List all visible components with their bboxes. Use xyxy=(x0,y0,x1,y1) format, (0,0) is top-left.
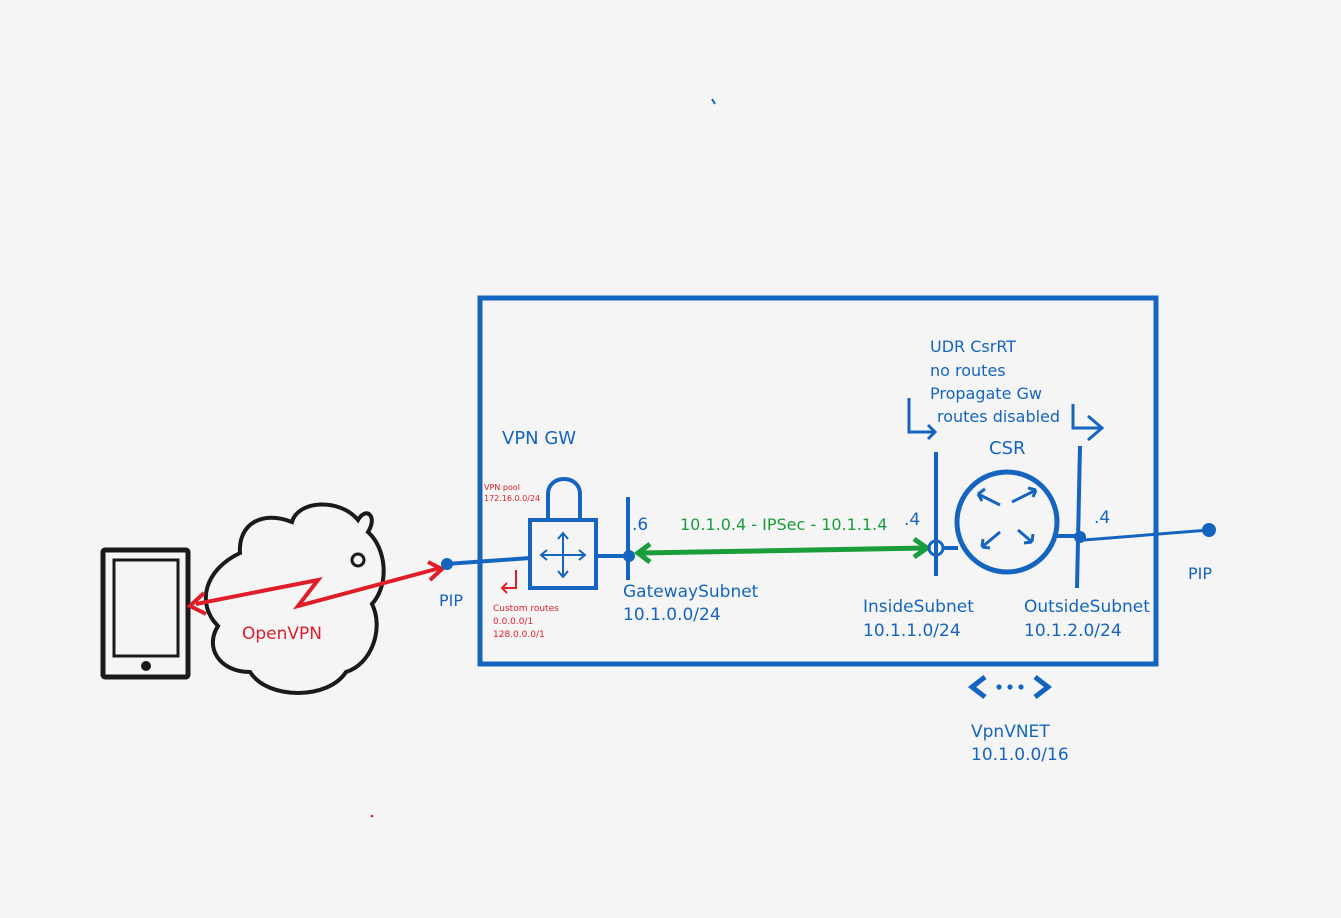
udr-line-4: routes disabled xyxy=(937,407,1060,426)
inside-subnet-name: InsideSubnet xyxy=(863,597,974,617)
gateway-subnet-host: .6 xyxy=(632,515,648,535)
gateway-subnet-cidr: 10.1.0.0/24 xyxy=(623,605,721,625)
pip-link-gw xyxy=(445,556,531,566)
udr-arrow-outside xyxy=(1071,404,1105,442)
openvpn-link xyxy=(186,560,446,616)
csr-pip-dot xyxy=(1202,523,1216,537)
vpn-pool-cidr: 172.16.0.0/24 xyxy=(484,494,540,503)
stray-mark-red xyxy=(370,814,374,818)
vnet-cidr: 10.1.0.0/16 xyxy=(971,745,1069,765)
udr-line-1: UDR CsrRT xyxy=(930,337,1016,356)
outside-subnet-node xyxy=(1074,531,1086,543)
gw-pip-dot xyxy=(441,558,453,570)
cloud-curl xyxy=(350,552,366,568)
outside-subnet-host: .4 xyxy=(1094,508,1110,528)
vnet-boundary xyxy=(477,295,1159,667)
ipsec-tunnel-arrow xyxy=(633,536,932,564)
router-icon xyxy=(954,469,1060,575)
vpn-gw-title: VPN GW xyxy=(502,428,576,449)
outside-subnet-name: OutsideSubnet xyxy=(1024,597,1150,617)
vpn-pool-label: VPN pool xyxy=(484,483,520,492)
inside-subnet-cidr: 10.1.1.0/24 xyxy=(863,621,961,641)
custom-route-2: 128.0.0.0/1 xyxy=(493,630,545,640)
mobile-phone-icon xyxy=(100,547,191,680)
csr-title: CSR xyxy=(989,438,1026,459)
ipsec-tunnel-label: 10.1.0.4 - IPSec - 10.1.1.4 xyxy=(680,515,887,534)
openvpn-label: OpenVPN xyxy=(242,624,322,644)
outside-pip-link xyxy=(1083,528,1210,542)
custom-routes-label: Custom routes xyxy=(493,604,559,614)
outside-subnet-cidr: 10.1.2.0/24 xyxy=(1024,621,1122,641)
custom-route-1: 0.0.0.0/1 xyxy=(493,617,533,627)
gw-pip-label: PIP xyxy=(439,591,463,610)
vnet-name: VpnVNET xyxy=(971,722,1050,742)
gateway-subnet-node xyxy=(623,550,635,562)
gateway-subnet-name: GatewaySubnet xyxy=(623,582,759,602)
stray-mark-blue xyxy=(711,98,716,105)
outside-subnet-line xyxy=(1075,445,1082,589)
internet-cloud-icon xyxy=(203,502,386,695)
vnet-icon xyxy=(967,675,1053,699)
udr-line-3: Propagate Gw xyxy=(930,384,1042,403)
udr-line-2: no routes xyxy=(930,361,1006,380)
custom-routes-arrow xyxy=(500,570,517,594)
inside-subnet-host: .4 xyxy=(904,510,920,530)
csr-pip-label: PIP xyxy=(1188,564,1212,583)
udr-arrow-inside xyxy=(907,398,938,441)
